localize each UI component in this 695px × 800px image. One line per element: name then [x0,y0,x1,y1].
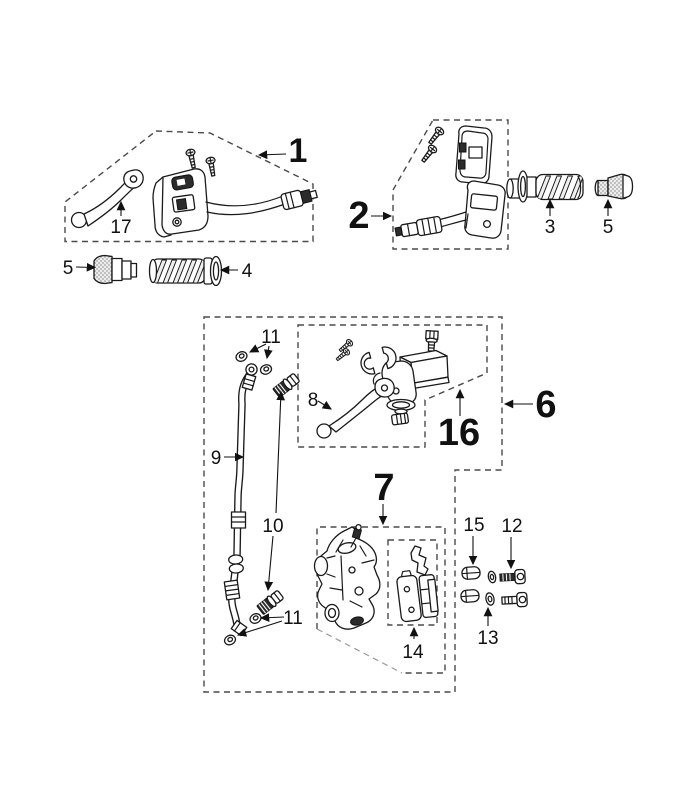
part-bar-end-left [93,254,138,285]
part-brake-pads [396,545,439,623]
part-screws-right-switch [418,125,446,165]
region-2-outline [392,119,509,250]
part-caliper-washers [485,570,497,606]
part-caliper-bushings [460,566,481,603]
callout-labels: 1 2 3 4 5 5 6 7 8 9 10 11 11 12 13 14 15… [63,132,614,663]
part-master-cylinder [360,330,450,426]
callout-4: 4 [242,261,253,282]
callout-15: 15 [463,515,484,536]
part-brake-caliper [313,523,381,630]
callout-10: 10 [262,516,283,537]
part-screws-master-cylinder [334,337,355,363]
region-14-outline [387,539,438,626]
region-6-outline [203,316,503,693]
callout-8: 8 [308,390,319,411]
callout-1: 1 [289,132,308,170]
callout-12: 12 [501,516,522,537]
callout-13: 13 [477,628,498,649]
callout-14: 14 [402,642,424,663]
callout-11-top: 11 [261,327,281,348]
callout-5-left: 5 [63,258,74,279]
part-bar-end-right [594,173,634,200]
callout-leader-lines [75,150,613,639]
part-throttle-grip [506,170,584,203]
callout-9: 9 [211,448,222,469]
region-1-outline [64,130,314,243]
part-brake-hose [223,363,258,637]
part-wire-harness-left [205,188,318,216]
part-switch-housing-left [152,168,209,238]
callout-16: 16 [438,412,480,454]
part-brake-lever-left [70,169,144,229]
callout-11-bottom: 11 [283,608,303,629]
part-wire-harness-right [394,211,467,238]
part-brake-lever-front [316,372,395,439]
callout-6: 6 [535,384,556,426]
region-16-outline [297,324,488,448]
callout-17: 17 [110,217,131,238]
callout-7: 7 [373,467,394,509]
region-7-diagonal [316,628,403,674]
part-grip-left [148,255,223,287]
part-switch-housing-right-lower [464,180,506,239]
callout-2: 2 [348,195,369,237]
callout-5-right: 5 [603,217,614,238]
part-caliper-bolts [499,568,528,608]
part-banjo-bolt-lower [255,588,286,616]
callout-3: 3 [545,217,556,238]
part-switch-housing-right-upper [455,125,493,185]
part-banjo-bolt-upper [271,371,302,399]
